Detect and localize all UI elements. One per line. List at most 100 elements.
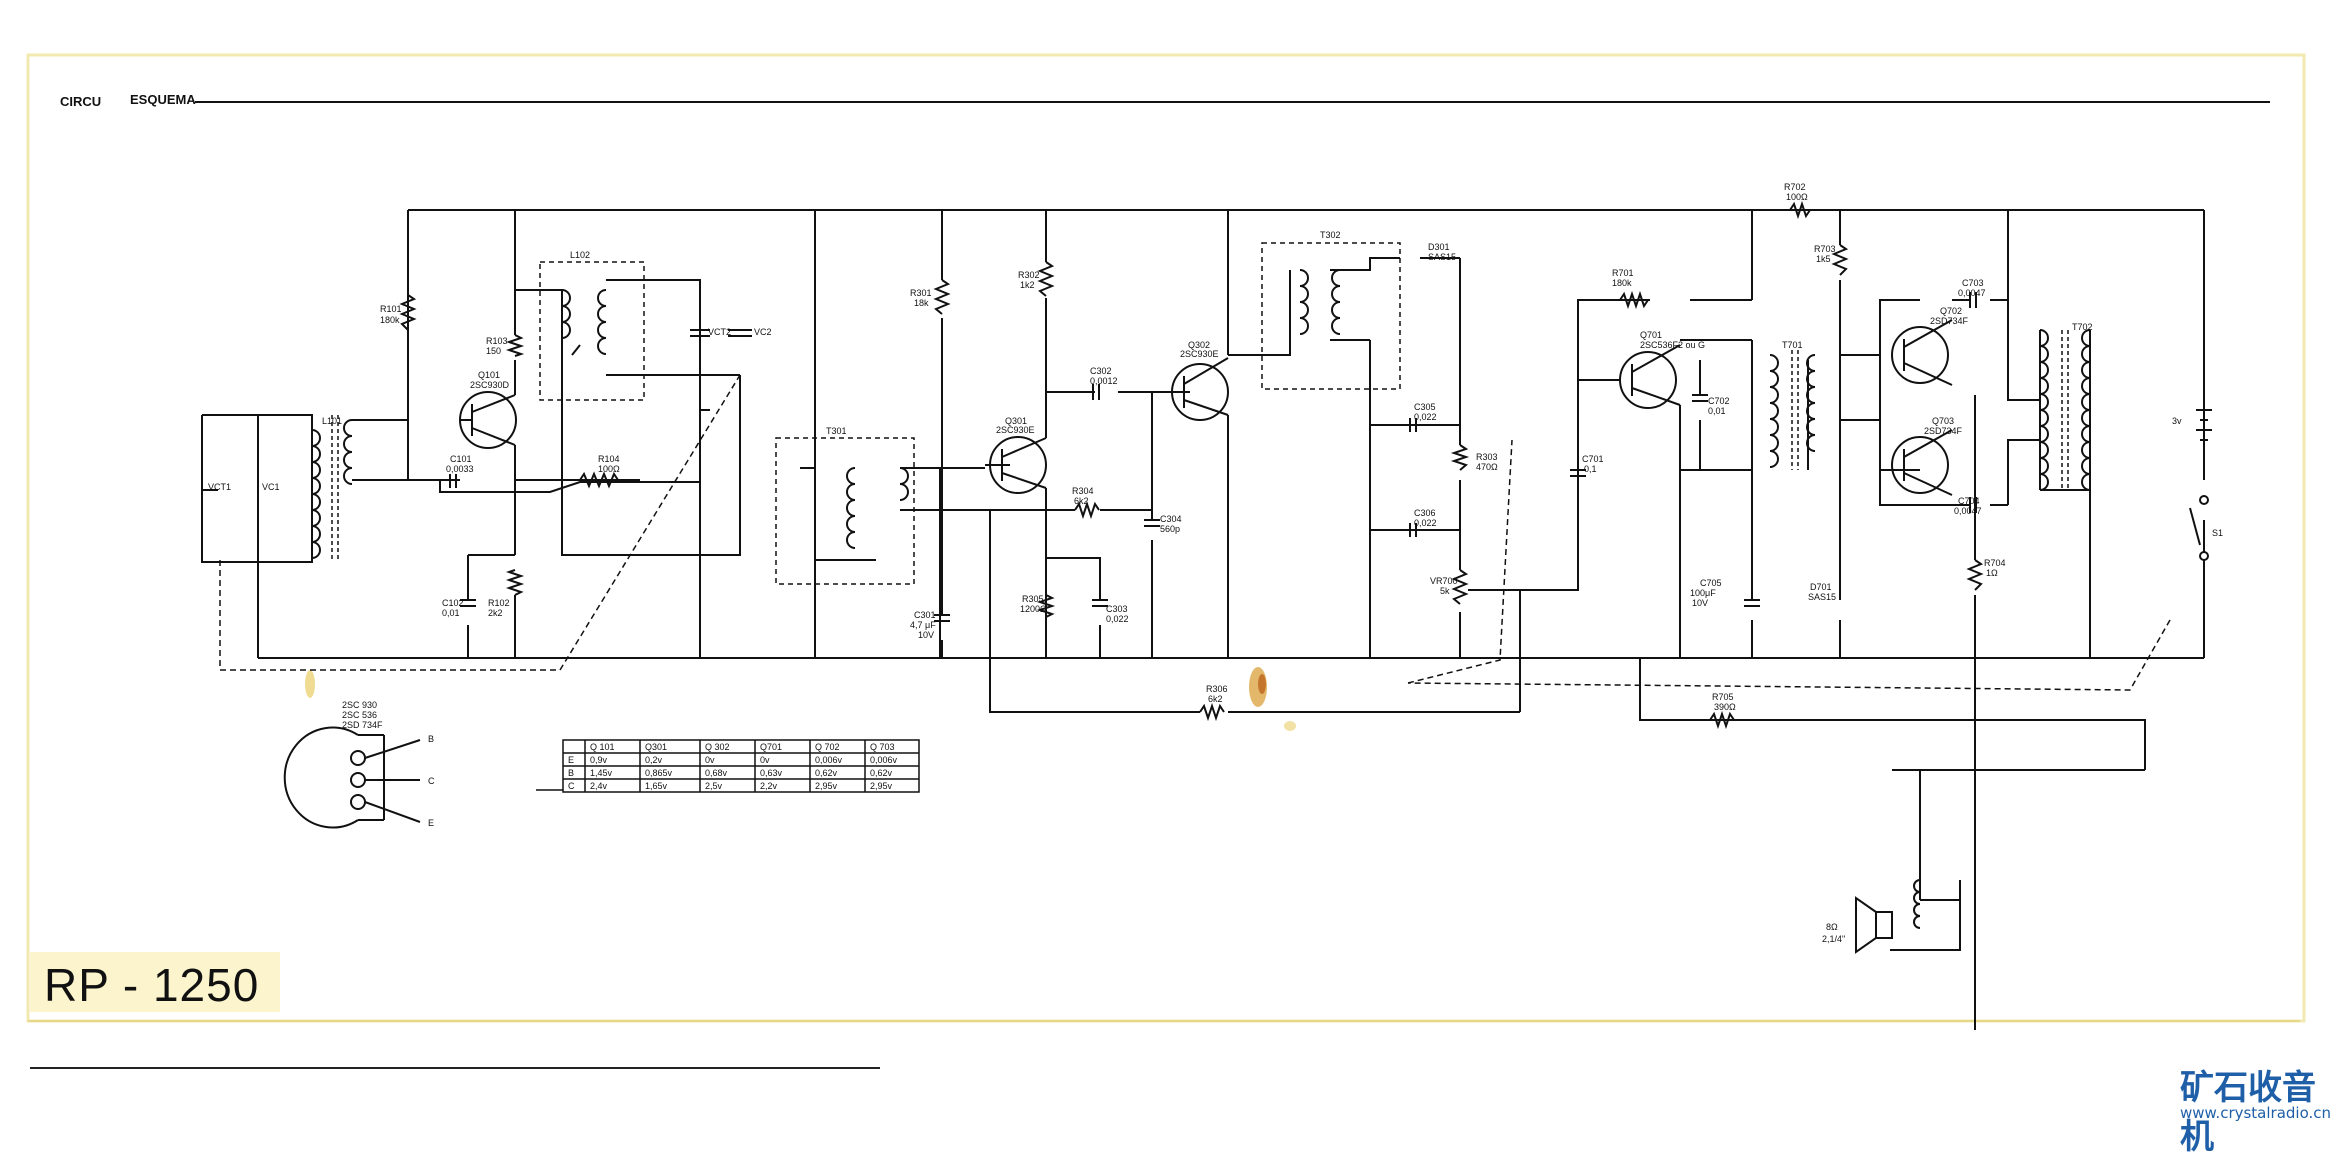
label-vr700: VR700 bbox=[1430, 576, 1458, 586]
label-r103_v: 150 bbox=[486, 346, 501, 356]
label-c702_v: 0,01 bbox=[1708, 406, 1726, 416]
label-c705: C705 bbox=[1700, 578, 1722, 588]
schematic-sheet: VCT1VC1L101R101180kR103150Q1012SC930DL10… bbox=[26, 53, 2306, 1069]
table-cell: 1,45v bbox=[590, 768, 613, 778]
label-q703: Q703 bbox=[1932, 416, 1954, 426]
pinout-part-label: 2SC 930 bbox=[342, 700, 377, 710]
table-cell: 0,006v bbox=[815, 755, 843, 765]
paper-stain bbox=[305, 667, 1296, 731]
label-t702: T702 bbox=[2072, 322, 2093, 332]
label-q301_p: 2SC930E bbox=[996, 425, 1035, 435]
label-c301_v2: 10V bbox=[918, 630, 934, 640]
label-c306: C306 bbox=[1414, 508, 1436, 518]
label-q302: Q302 bbox=[1188, 340, 1210, 350]
label-r704: R704 bbox=[1984, 558, 2006, 568]
label-l102: L102 bbox=[570, 250, 590, 260]
table-header-cell: Q701 bbox=[760, 742, 782, 752]
label-c705_v: 100μF bbox=[1690, 588, 1716, 598]
table-cell: 0,62v bbox=[870, 768, 893, 778]
label-c304_v: 560p bbox=[1160, 524, 1180, 534]
label-q101_p: 2SC930D bbox=[470, 380, 510, 390]
label-q101: Q101 bbox=[478, 370, 500, 380]
pinout-pin-label: C bbox=[428, 776, 435, 786]
label-r305: R305 bbox=[1022, 594, 1044, 604]
sheet-frame bbox=[26, 53, 2306, 1069]
table-cell: E bbox=[568, 755, 574, 765]
label-r104: R104 bbox=[598, 454, 620, 464]
header-left-label: CIRCU bbox=[60, 94, 102, 109]
label-s1: S1 bbox=[2212, 528, 2223, 538]
table-cell: 0,68v bbox=[705, 768, 728, 778]
label-vct1: VCT1 bbox=[208, 482, 231, 492]
label-r104_v: 100Ω bbox=[598, 464, 620, 474]
table-cell: 2,2v bbox=[760, 781, 778, 791]
label-c305: C305 bbox=[1414, 402, 1436, 412]
voltage-table-grid bbox=[536, 739, 920, 793]
pinout-pin-label: B bbox=[428, 734, 434, 744]
label-q302_p: 2SC930E bbox=[1180, 349, 1219, 359]
table-header-cell: Q 101 bbox=[590, 742, 615, 752]
label-c303: C303 bbox=[1106, 604, 1128, 614]
label-c703_v: 0,0047 bbox=[1958, 288, 1986, 298]
label-c704_v: 0,0047 bbox=[1954, 506, 1982, 516]
label-r303: R303 bbox=[1476, 452, 1498, 462]
watermark-url: www.crystalradio.cn bbox=[2180, 1104, 2332, 1122]
label-d701_v: SAS15 bbox=[1808, 592, 1836, 602]
label-c701_v: 0,1 bbox=[1584, 464, 1597, 474]
label-d301: D301 bbox=[1428, 242, 1450, 252]
table-cell: 0,865v bbox=[645, 768, 673, 778]
label-q702: Q702 bbox=[1940, 306, 1962, 316]
label-c102: C102 bbox=[442, 598, 464, 608]
label-c306_v: 0,022 bbox=[1414, 518, 1437, 528]
table-cell: 0v bbox=[705, 755, 715, 765]
label-c302_v: 0,0012 bbox=[1090, 376, 1118, 386]
table-header-cell: Q301 bbox=[645, 742, 667, 752]
label-vct2: VCT2 bbox=[708, 327, 731, 337]
label-q702_p: 2SD734F bbox=[1930, 316, 1969, 326]
label-c705_v2: 10V bbox=[1692, 598, 1708, 608]
label-vc1: VC1 bbox=[262, 482, 280, 492]
table-cell: 2,95v bbox=[870, 781, 893, 791]
table-cell: B bbox=[568, 768, 574, 778]
label-c704: C704 bbox=[1958, 496, 1980, 506]
wiring bbox=[201, 209, 2212, 1030]
label-r705: R705 bbox=[1712, 692, 1734, 702]
table-cell: 0,006v bbox=[870, 755, 898, 765]
label-c302: C302 bbox=[1090, 366, 1112, 376]
gang-link bbox=[219, 374, 2171, 691]
transformer-cores bbox=[331, 330, 2069, 560]
label-r305_v: 1200Ω bbox=[1020, 604, 1047, 614]
transistors bbox=[459, 319, 1953, 496]
label-r303_v: 470Ω bbox=[1476, 462, 1498, 472]
header-title: ESQUEMA bbox=[130, 92, 196, 107]
label-t701: T701 bbox=[1782, 340, 1803, 350]
label-r302_v: 1k2 bbox=[1020, 280, 1035, 290]
label-c304: C304 bbox=[1160, 514, 1182, 524]
table-header-cell: Q 703 bbox=[870, 742, 895, 752]
pinout-part-label: 2SD 734F bbox=[342, 720, 383, 730]
label-c703: C703 bbox=[1962, 278, 1984, 288]
label-q701_p: 2SC536F2 ou G bbox=[1640, 340, 1705, 350]
pinout-diagram bbox=[283, 726, 421, 829]
label-r704_v: 1Ω bbox=[1986, 568, 1998, 578]
label-c702: C702 bbox=[1708, 396, 1730, 406]
table-header-cell: Q 702 bbox=[815, 742, 840, 752]
label-c102_v: 0,01 bbox=[442, 608, 460, 618]
label-r301: R301 bbox=[910, 288, 932, 298]
label-t302: T302 bbox=[1320, 230, 1341, 240]
label-r702: R702 bbox=[1784, 182, 1806, 192]
label-r304_v: 6k2 bbox=[1074, 496, 1089, 506]
label-c101_v: 0,0033 bbox=[446, 464, 474, 474]
table-cell: C bbox=[568, 781, 575, 791]
table-cell: 0,62v bbox=[815, 768, 838, 778]
label-vr700_v: 5k bbox=[1440, 586, 1450, 596]
table-cell: 2,5v bbox=[705, 781, 723, 791]
label-l101: L101 bbox=[322, 416, 342, 426]
table-cell: 1,65v bbox=[645, 781, 668, 791]
label-vc2: VC2 bbox=[754, 327, 772, 337]
capacitors bbox=[202, 292, 1977, 622]
label-r304: R304 bbox=[1072, 486, 1094, 496]
